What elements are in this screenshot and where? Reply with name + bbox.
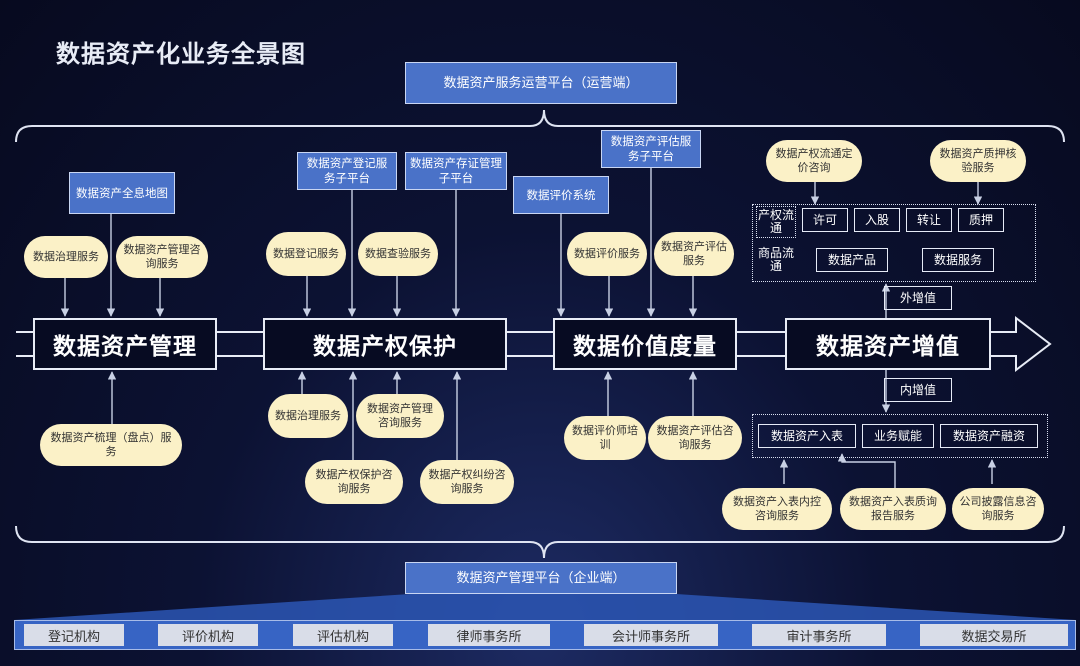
main-arrow — [16, 315, 1052, 373]
goods-flow-label: 商品流通 — [757, 246, 794, 273]
financing-box: 数据资产融资 — [940, 424, 1038, 448]
internal-value-label: 内增值 — [884, 378, 952, 402]
rights-governance-pill: 数据治理服务 — [268, 394, 348, 438]
internal-frame — [752, 414, 1048, 458]
asset-eval-pill: 数据资产评估服务 — [654, 232, 734, 276]
flow-frame — [752, 204, 1036, 282]
mgmt-consulting-pill: 数据资产管理咨询服务 — [116, 236, 208, 278]
eval-platform-box: 数据资产评估服务子平台 — [601, 130, 701, 168]
register-pill: 数据登记服务 — [266, 232, 346, 276]
check-pill: 数据查验服务 — [358, 232, 438, 276]
dispute-pill: 数据产权纠纷咨询服务 — [420, 460, 514, 504]
ic-consult-pill: 数据资产入表内控咨询服务 — [722, 488, 832, 530]
eval-system-box: 数据评价系统 — [513, 176, 609, 214]
deposit-platform-box: 数据资产存证管理子平台 — [405, 152, 507, 190]
institution-valuation: 评估机构 — [293, 624, 393, 646]
stage-rights-protection: 数据产权保护 — [263, 318, 507, 370]
rights-consulting-pill: 数据资产管理咨询服务 — [356, 394, 444, 438]
top-brace — [15, 109, 1065, 143]
register-platform-box: 数据资产登记服务子平台 — [297, 152, 397, 190]
external-value-label: 外增值 — [884, 286, 952, 310]
eval-consult-pill: 数据资产评估咨询服务 — [648, 416, 742, 460]
enterprise-platform-box: 数据资产管理平台（企业端） — [405, 562, 677, 594]
ops-platform-box: 数据资产服务运营平台（运营端） — [405, 62, 677, 104]
license-box: 许可 — [802, 208, 848, 232]
qa-consult-pill: 数据资产入表质询报告服务 — [840, 488, 946, 530]
disclosure-pill: 公司披露信息咨询服务 — [952, 488, 1044, 530]
institution-registration: 登记机构 — [24, 624, 124, 646]
equity-box: 入股 — [854, 208, 900, 232]
bottom-fan — [14, 594, 1076, 620]
balance-sheet-box: 数据资产入表 — [758, 424, 856, 448]
pledge-box: 质押 — [958, 208, 1004, 232]
institution-law-firm: 律师事务所 — [428, 624, 550, 646]
governance-pill: 数据治理服务 — [24, 236, 108, 278]
data-product-box: 数据产品 — [816, 248, 888, 272]
pledge-pill: 数据资产质押核验服务 — [930, 140, 1026, 182]
institution-rating: 评价机构 — [158, 624, 258, 646]
institution-accounting-firm: 会计师事务所 — [584, 624, 718, 646]
holo-map-box: 数据资产全息地图 — [69, 172, 175, 214]
pricing-pill: 数据产权流通定价咨询 — [766, 140, 862, 182]
transfer-box: 转让 — [906, 208, 952, 232]
data-service-box: 数据服务 — [922, 248, 994, 272]
sorting-pill: 数据资产梳理（盘点）服务 — [40, 424, 182, 466]
stage-value-measurement: 数据价值度量 — [553, 318, 737, 370]
training-pill: 数据评价师培训 — [564, 416, 646, 460]
page-title: 数据资产化业务全景图 — [56, 40, 306, 68]
stage-asset-management: 数据资产管理 — [33, 318, 217, 370]
protection-pill: 数据产权保护咨询服务 — [305, 460, 403, 504]
eval-service-pill: 数据评价服务 — [567, 232, 647, 276]
enablement-box: 业务赋能 — [862, 424, 934, 448]
institution-data-exchange: 数据交易所 — [920, 624, 1068, 646]
bottom-brace — [15, 525, 1065, 559]
institution-audit-firm: 审计事务所 — [752, 624, 886, 646]
stage-asset-appreciation: 数据资产增值 — [785, 318, 991, 370]
rights-flow-label: 产权流通 — [756, 206, 796, 238]
